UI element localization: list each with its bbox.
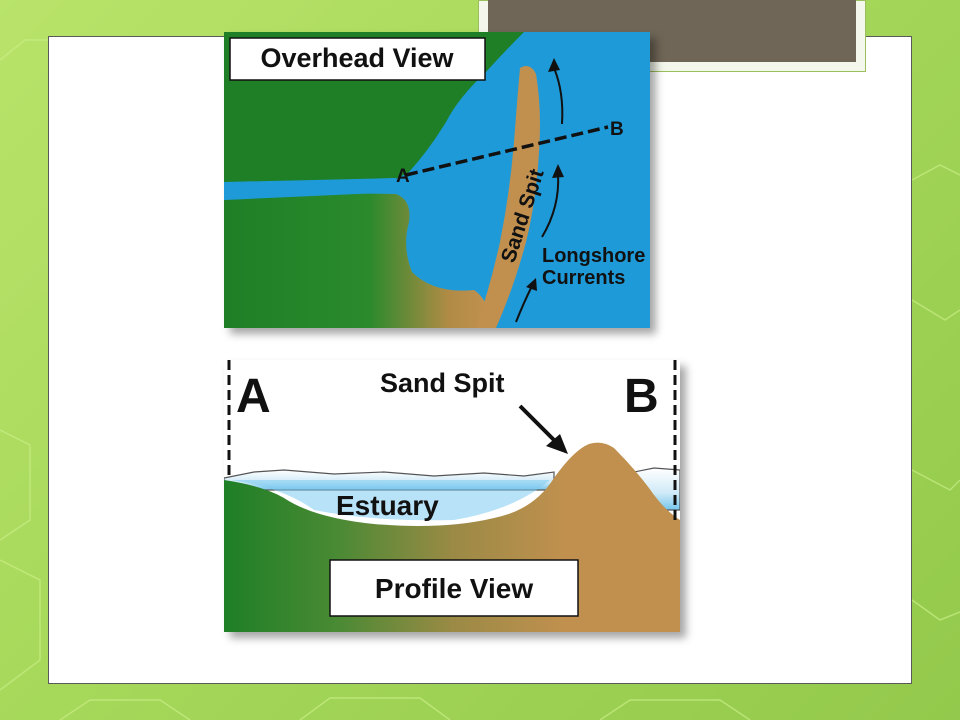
profile-title: Profile View [375, 573, 533, 604]
current-arrow-middle [541, 173, 560, 238]
arrowhead-icon [526, 278, 537, 291]
overhead-view-diagram: Overhead View A B Sand Spit Longshore Cu… [224, 32, 650, 328]
profile-title-box [329, 559, 579, 617]
profile-view-diagram: A B Sand Spit Estuary Profile View [224, 360, 680, 632]
arrowhead-icon [552, 164, 564, 178]
longshore-label: Longshore [542, 245, 645, 267]
point-b-label: B [610, 119, 624, 140]
mainland-lower [224, 193, 488, 328]
currents-label: Currents [542, 267, 625, 289]
sand-spit-shape [476, 66, 540, 328]
overhead-title: Overhead View [260, 43, 454, 73]
profile-sand-spit-label: Sand Spit [380, 368, 505, 398]
arrowhead-icon [548, 58, 560, 72]
estuary-label: Estuary [336, 490, 439, 521]
current-arrow-upper [553, 67, 564, 125]
arrowhead-icon [546, 434, 568, 454]
sand-spit-pointer [518, 404, 560, 446]
profile-point-a-label: A [236, 370, 271, 423]
estuary-basin [232, 480, 550, 521]
overhead-title-box [229, 37, 486, 81]
transect-line-a-b [405, 125, 609, 177]
river-channel [224, 178, 402, 200]
profile-point-b-label: B [624, 370, 659, 423]
point-a-label: A [396, 166, 410, 187]
current-arrow-lower [515, 285, 533, 323]
